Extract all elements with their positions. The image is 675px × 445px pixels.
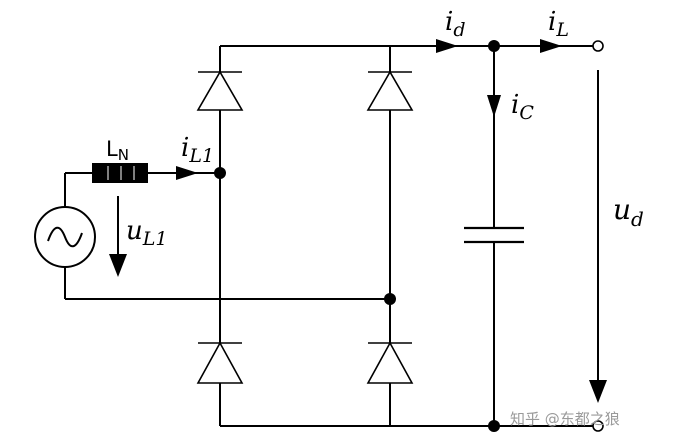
label-il1: iL1 [181, 133, 214, 167]
output-terminal-top [592, 40, 604, 52]
label-ud: ud [613, 193, 644, 231]
arrow-il [540, 39, 562, 53]
arrow-ud [589, 70, 607, 403]
sine-wave-icon [47, 226, 83, 248]
junction-dot-right [384, 293, 396, 305]
arrow-id [436, 39, 458, 53]
diode-bottom-left [196, 341, 244, 384]
label-ln: LN [106, 137, 129, 164]
diode-top-right [366, 70, 414, 111]
label-ul1: uL1 [126, 216, 167, 250]
diode-bottom-right [366, 341, 414, 384]
junction-dot-bottom [488, 420, 500, 432]
arrow-il1 [176, 166, 198, 180]
junction-dot-left [214, 167, 226, 179]
label-il: iL [548, 7, 569, 41]
label-id: id [445, 7, 466, 41]
diode-top-left [196, 70, 244, 111]
inductor-ln [92, 163, 148, 183]
arrow-ul1 [109, 196, 127, 277]
capacitor [464, 226, 524, 244]
label-ic: iC [511, 90, 534, 124]
output-terminal-bottom [592, 420, 604, 432]
ac-source [34, 206, 96, 268]
arrow-ic [487, 95, 501, 117]
watermark-text: 知乎 @东都之狼 [510, 410, 620, 428]
junction-dot-top [488, 40, 500, 52]
